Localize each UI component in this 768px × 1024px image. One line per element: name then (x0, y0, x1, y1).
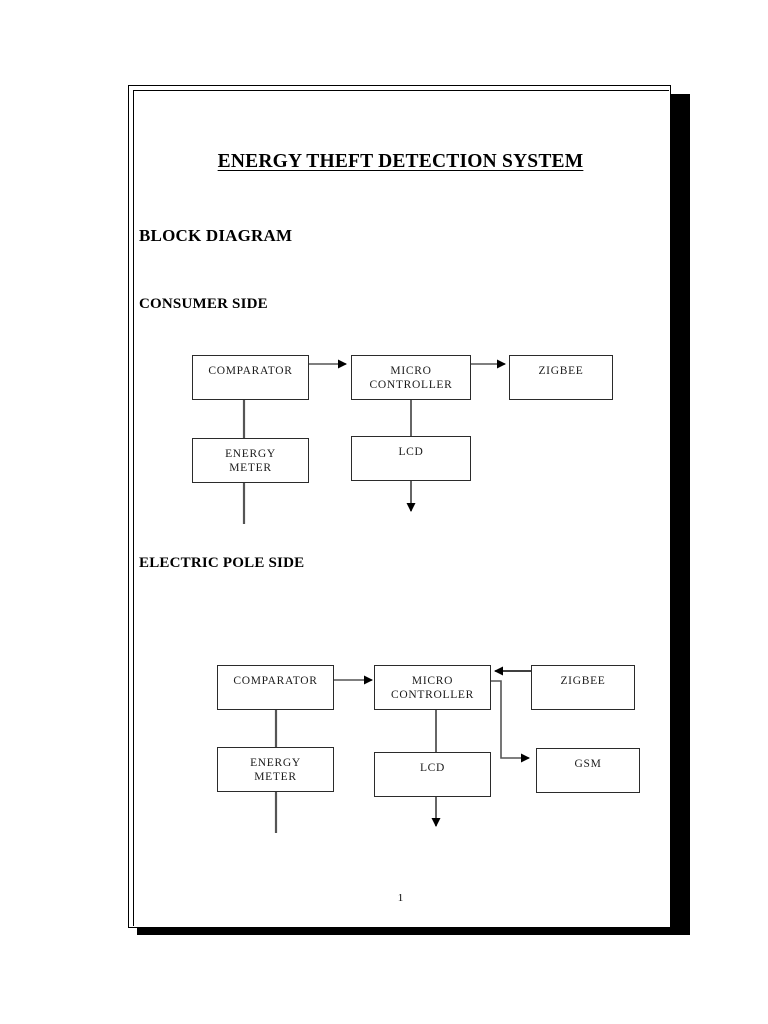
node-energy-meter-label: ENERGY METER (225, 448, 276, 474)
block-diagram-electric-pole-side: ENERGY METER COMPARATOR MICRO CONTROLLER… (129, 652, 672, 833)
node-zigbee[interactable]: ZIGBEE (531, 665, 635, 710)
node-energy-meter-label: ENERGY METER (250, 757, 301, 783)
page-number: 1 (397, 892, 404, 904)
node-lcd-label: LCD (419, 762, 446, 774)
node-energy-meter[interactable]: ENERGY METER (217, 747, 334, 792)
node-zigbee-label: ZIGBEE (560, 675, 606, 687)
node-comparator-label: COMPARATOR (233, 675, 318, 687)
section-heading-electric-pole-side: ELECTRIC POLE SIDE (139, 555, 305, 571)
node-comparator[interactable]: COMPARATOR (217, 665, 334, 710)
node-energy-meter[interactable]: ENERGY METER (192, 438, 309, 483)
node-gsm[interactable]: GSM (536, 748, 640, 793)
page-content: ENERGY THEFT DETECTION SYSTEM BLOCK DIAG… (129, 86, 672, 929)
section-heading-block-diagram: BLOCK DIAGRAM (139, 226, 293, 245)
section-heading-consumer-side: CONSUMER SIDE (139, 296, 268, 312)
node-lcd[interactable]: LCD (351, 436, 471, 481)
node-comparator-label: COMPARATOR (208, 365, 293, 377)
node-micro-controller[interactable]: MICRO CONTROLLER (351, 355, 471, 400)
node-micro-controller-label: MICRO CONTROLLER (390, 675, 475, 701)
node-micro-controller[interactable]: MICRO CONTROLLER (374, 665, 491, 710)
page-title: ENERGY THEFT DETECTION SYSTEM (217, 151, 584, 172)
node-comparator[interactable]: COMPARATOR (192, 355, 309, 400)
node-gsm-label: GSM (574, 758, 602, 770)
node-micro-controller-label: MICRO CONTROLLER (369, 365, 453, 391)
node-zigbee[interactable]: ZIGBEE (509, 355, 613, 400)
block-diagram-consumer-side: ENERGY METER COMPARATOR MICRO CONTROLLER… (129, 344, 672, 524)
node-zigbee-label: ZIGBEE (538, 365, 584, 377)
document-page: ENERGY THEFT DETECTION SYSTEM BLOCK DIAG… (128, 85, 671, 928)
node-lcd-label: LCD (398, 446, 424, 458)
arrow-micro-controller-to-gsm (491, 680, 530, 763)
node-lcd[interactable]: LCD (374, 752, 491, 797)
